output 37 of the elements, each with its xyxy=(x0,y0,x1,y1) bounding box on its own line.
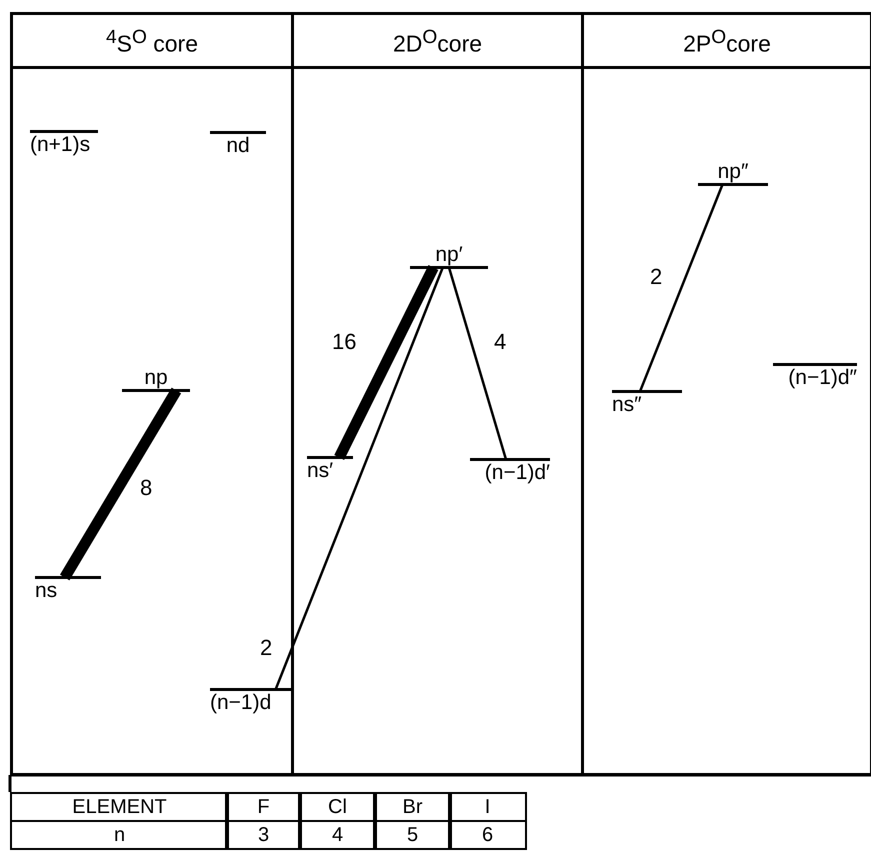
level-label: (n−1)d″ xyxy=(787,367,857,389)
level-label: nd xyxy=(225,135,251,157)
header-text: 2D$^{O}$core xyxy=(392,27,484,58)
level-label: np xyxy=(143,367,169,389)
level-label: ns′ xyxy=(307,460,334,482)
level-label: ns xyxy=(35,580,58,602)
energy-level xyxy=(30,130,98,156)
thick-transition-line xyxy=(60,388,182,580)
level-label: (n−1)d xyxy=(210,692,272,714)
table-cell: 3 xyxy=(225,820,302,850)
transition-line xyxy=(274,267,444,690)
table-cell: Cl xyxy=(298,792,377,822)
table-cell: 6 xyxy=(448,820,527,850)
table-cell: 4 xyxy=(298,820,377,850)
table-cell: F xyxy=(225,792,302,822)
column-panel xyxy=(581,12,871,776)
thick-transition-line xyxy=(334,265,438,460)
energy-level xyxy=(773,363,857,389)
level-label: ns″ xyxy=(612,394,643,416)
transition-line xyxy=(448,267,508,460)
table-cell: Br xyxy=(373,792,452,822)
header-text: $^{4}$S$^{O}$ core xyxy=(104,27,200,58)
level-label: np″ xyxy=(716,161,750,183)
energy-level xyxy=(210,688,292,714)
energy-level xyxy=(698,161,768,186)
energy-level xyxy=(410,244,488,269)
level-label: np′ xyxy=(434,244,464,266)
transition-line xyxy=(638,184,724,392)
level-label: (n−1)d′ xyxy=(484,462,550,484)
table-cell: I xyxy=(448,792,527,822)
table-cell: ELEMENT xyxy=(10,792,229,822)
energy-level xyxy=(470,458,550,484)
header-text: 2P$^{O}$core xyxy=(682,27,772,58)
table-cell: n xyxy=(10,820,229,850)
column-panel xyxy=(10,12,294,776)
level-label: (n+1)s xyxy=(30,134,92,156)
table-cell: 5 xyxy=(373,820,452,850)
